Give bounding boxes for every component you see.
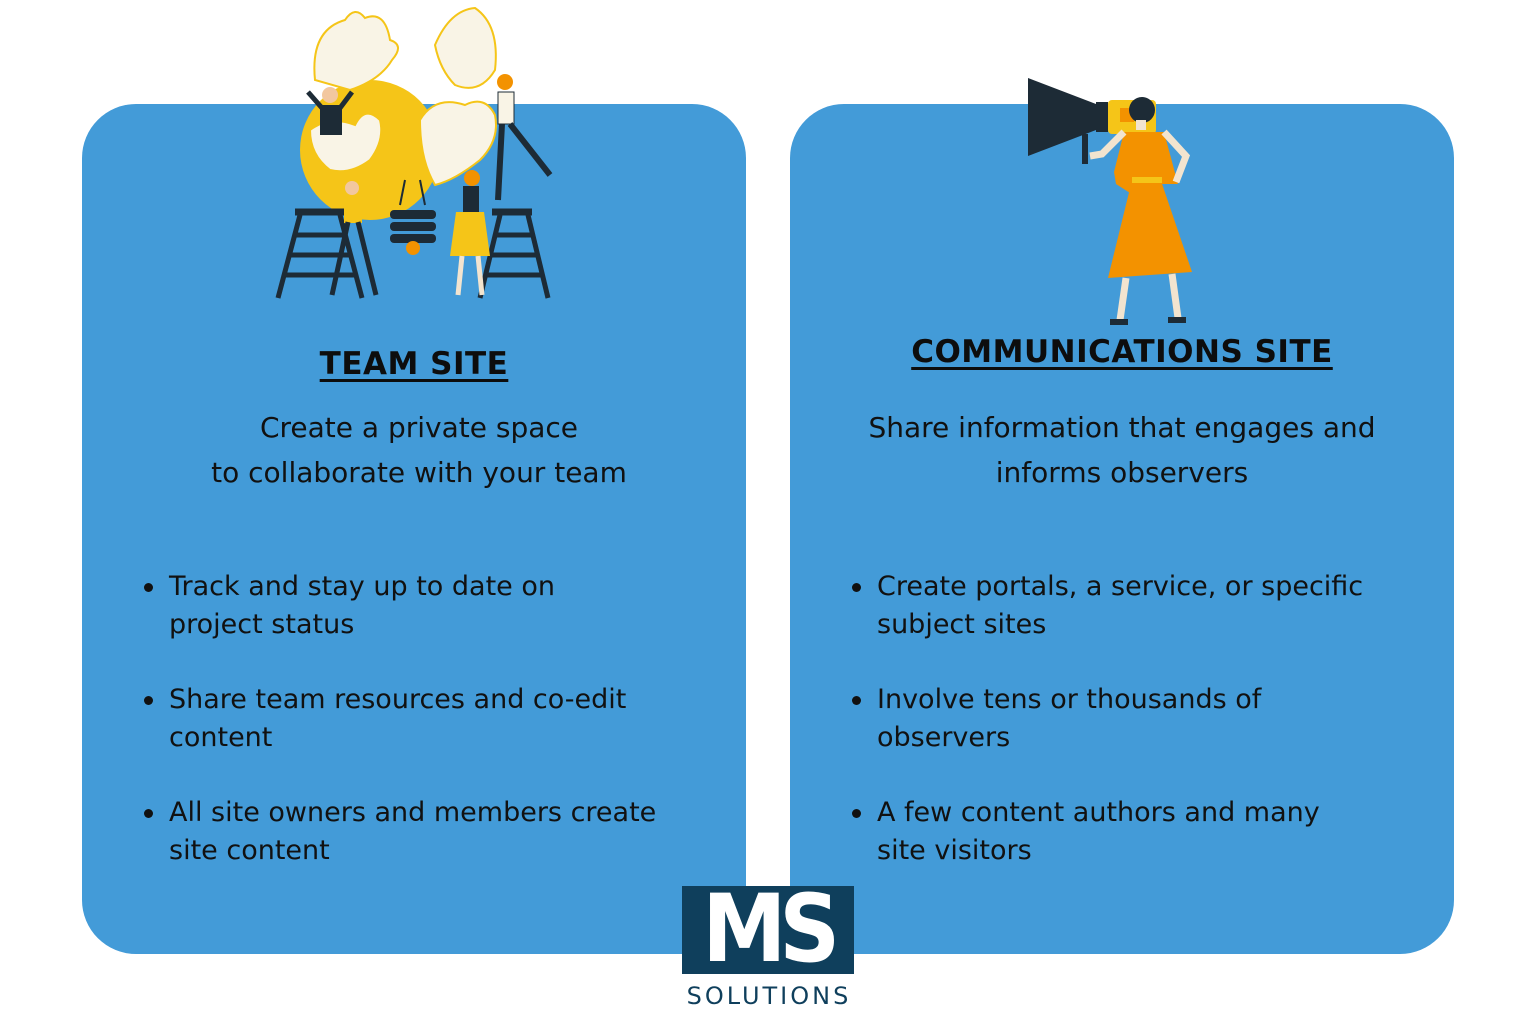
bullet-line: Share team resources and co-edit xyxy=(169,684,627,715)
subtitle-line: Create a private space xyxy=(259,411,579,444)
communications-site-title: COMMUNICATIONS SITE xyxy=(911,334,1333,370)
bullet-line: project status xyxy=(169,609,355,640)
puzzle-piece-4 xyxy=(418,100,497,187)
bullet-line: Involve tens or thousands of xyxy=(877,684,1262,715)
bulb-base xyxy=(390,210,436,243)
person-top-left xyxy=(306,87,354,135)
bullet-item: Track and stay up to date on project sta… xyxy=(140,568,740,644)
bullet-item: Involve tens or thousands of observers xyxy=(848,681,1448,757)
person-bottom-left xyxy=(329,181,379,296)
bullet-item: Create portals, a service, or specific s… xyxy=(848,568,1448,644)
person-bottom-right xyxy=(450,170,490,296)
team-site-bullet-list: Track and stay up to date on project sta… xyxy=(140,568,740,907)
communications-site-subtitle: Share information that engages and infor… xyxy=(790,405,1454,495)
bullet-item: A few content authors and many site visi… xyxy=(848,794,1448,870)
ms-solutions-logo: MS SOLUTIONS xyxy=(682,875,856,1020)
ladder-right xyxy=(477,208,551,299)
logo-mark-box: MS xyxy=(682,875,854,984)
bullet-line: site visitors xyxy=(877,835,1032,866)
woman-figure xyxy=(1089,97,1192,325)
subtitle-line: informs observers xyxy=(995,456,1249,489)
megaphone-woman-illustration xyxy=(1028,78,1192,325)
bullet-line: All site owners and members create xyxy=(169,797,657,828)
bullet-line: observers xyxy=(877,722,1011,753)
bullet-line: subject sites xyxy=(877,609,1047,640)
puzzle-piece-1 xyxy=(313,11,399,92)
subtitle-line: to collaborate with your team xyxy=(211,456,627,489)
communications-site-bullet-list: Create portals, a service, or specific s… xyxy=(848,568,1448,907)
bullet-item: Share team resources and co-edit content xyxy=(140,681,740,757)
puzzle-team-illustration xyxy=(275,6,553,299)
team-site-title: TEAM SITE xyxy=(319,346,509,382)
team-site-subtitle: Create a private space to collaborate wi… xyxy=(82,405,756,495)
logo-mark: MS xyxy=(702,875,841,984)
bullet-line: A few content authors and many xyxy=(877,797,1320,828)
bullet-item: All site owners and members create site … xyxy=(140,794,740,870)
puzzle-piece-2 xyxy=(433,6,497,89)
bullet-line: Create portals, a service, or specific xyxy=(877,571,1364,602)
logo-wordmark: SOLUTIONS xyxy=(686,982,852,1010)
bullet-line: site content xyxy=(169,835,330,866)
bullet-line: content xyxy=(169,722,273,753)
bullet-line: Track and stay up to date on xyxy=(169,571,555,602)
subtitle-line: Share information that engages and xyxy=(868,411,1376,444)
person-top-right xyxy=(495,74,553,201)
ladder-left xyxy=(275,208,365,299)
